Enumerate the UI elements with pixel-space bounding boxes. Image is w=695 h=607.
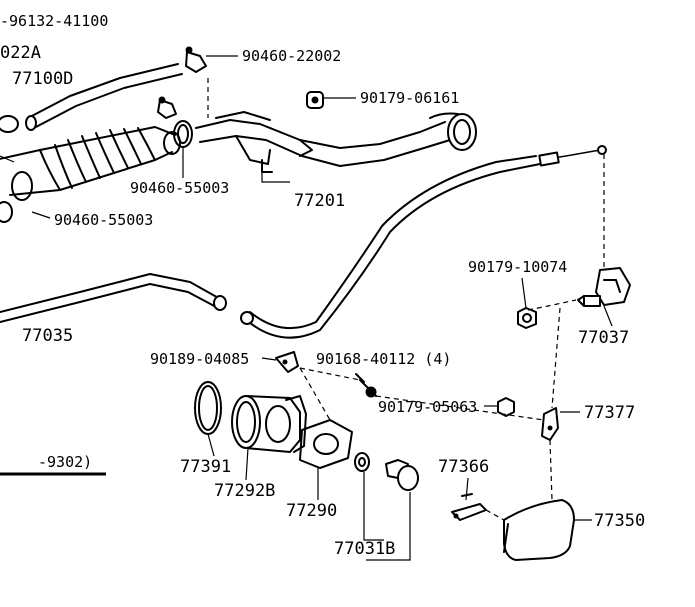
opener-cable-77035: [0, 145, 607, 339]
filler-hose-bellows: [0, 126, 181, 201]
label-77366: 77366: [438, 457, 489, 477]
ring-77391: [194, 381, 222, 435]
reference-lines: [207, 78, 605, 521]
screw-90168-40112: [355, 373, 377, 398]
gasket-77290: [299, 419, 353, 469]
label-77377: 77377: [584, 403, 635, 423]
label-77350: 77350: [594, 511, 645, 531]
label-77290: 77290: [286, 501, 337, 521]
breather-hose-77100D: [25, 63, 183, 131]
leader-lines: [0, 55, 613, 561]
clamp-90460-55003: [173, 120, 193, 148]
label-90179-06161: 90179-06161: [360, 89, 459, 107]
hose-clamp-left: [0, 115, 19, 223]
label-77100D: 77100D: [12, 69, 73, 89]
fuel-lid-77350: [503, 499, 575, 561]
label-77035: 77035: [22, 326, 73, 346]
housing-77292B: [231, 395, 307, 453]
label-90460-22002: 90460-22002: [242, 47, 341, 65]
label-77201: 77201: [294, 191, 345, 211]
label-77292B: 77292B: [214, 481, 275, 501]
label-90460-55003-a: 90460-55003: [130, 179, 229, 197]
label-90179-05063: 90179-05063: [378, 398, 477, 416]
label-96132-41100: -96132-41100: [0, 12, 108, 30]
label-9302: -9302): [38, 453, 92, 471]
bracket-77377: [541, 407, 559, 441]
label-77031B: 77031B: [334, 539, 395, 559]
label-90460-55003-b: 90460-55003: [54, 211, 153, 229]
nut-90179-10074: [517, 307, 537, 329]
grommet-90179-06161: [306, 91, 324, 109]
hinge-77366: [451, 493, 487, 521]
filler-pipe-77201: [195, 111, 477, 173]
clip-90460-22002: [157, 46, 207, 119]
label-90168-40112: 90168-40112 (4): [316, 350, 451, 368]
bumper-77031B: [354, 452, 419, 491]
label-022A: 022A: [0, 43, 41, 63]
label-77037: 77037: [578, 328, 629, 348]
nut-90179-05063: [497, 397, 515, 417]
label-90189-04085: 90189-04085: [150, 350, 249, 368]
label-77391: 77391: [180, 457, 231, 477]
clip-90189-04085: [275, 351, 299, 373]
lock-77037: [577, 267, 631, 307]
label-90179-10074: 90179-10074: [468, 258, 567, 276]
